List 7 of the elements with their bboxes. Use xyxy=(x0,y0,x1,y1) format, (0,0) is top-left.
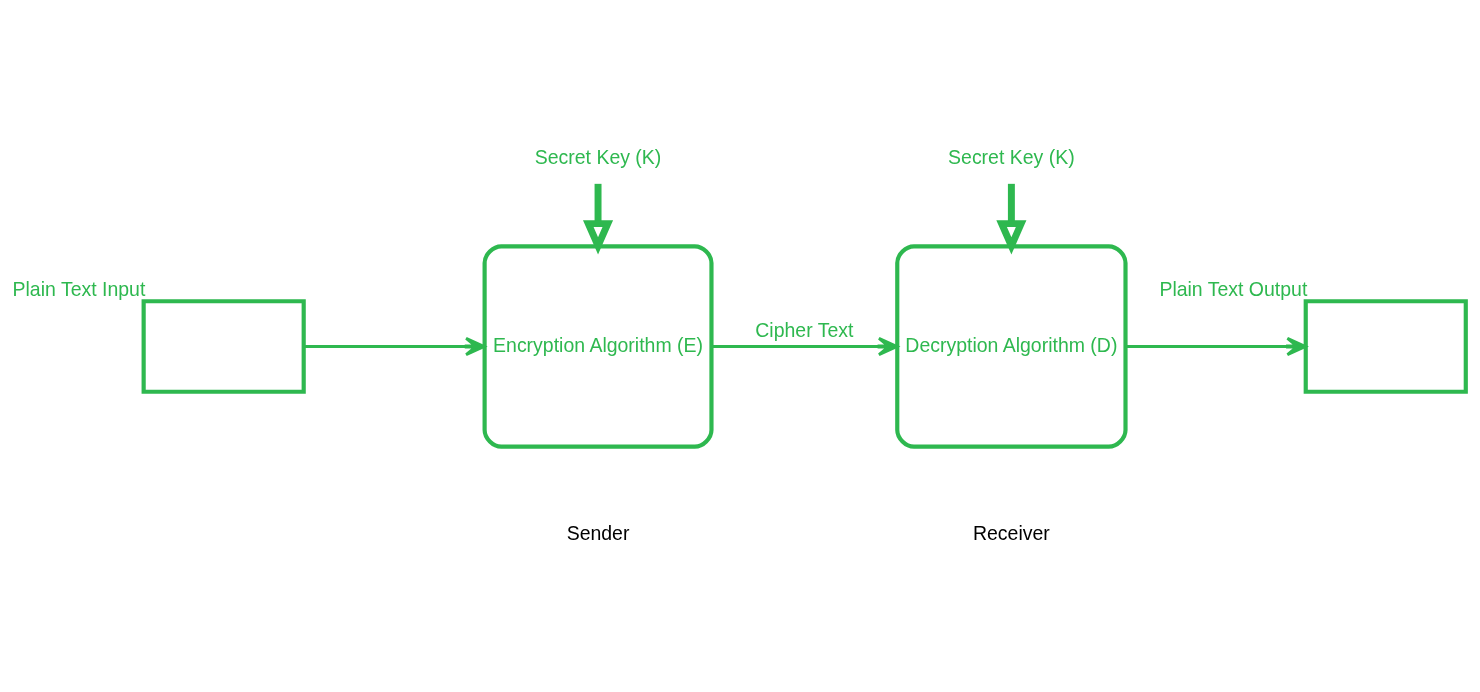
node-text: Secret Key (K) xyxy=(534,145,662,168)
edge-label: Cipher Text xyxy=(755,318,854,341)
node-label: Plain Text Output xyxy=(1159,277,1308,300)
node-label: Plain Text Input xyxy=(12,277,146,300)
label: Sender xyxy=(566,521,630,544)
node-text: Secret Key (K) xyxy=(948,145,1075,168)
label: Receiver xyxy=(972,521,1050,544)
